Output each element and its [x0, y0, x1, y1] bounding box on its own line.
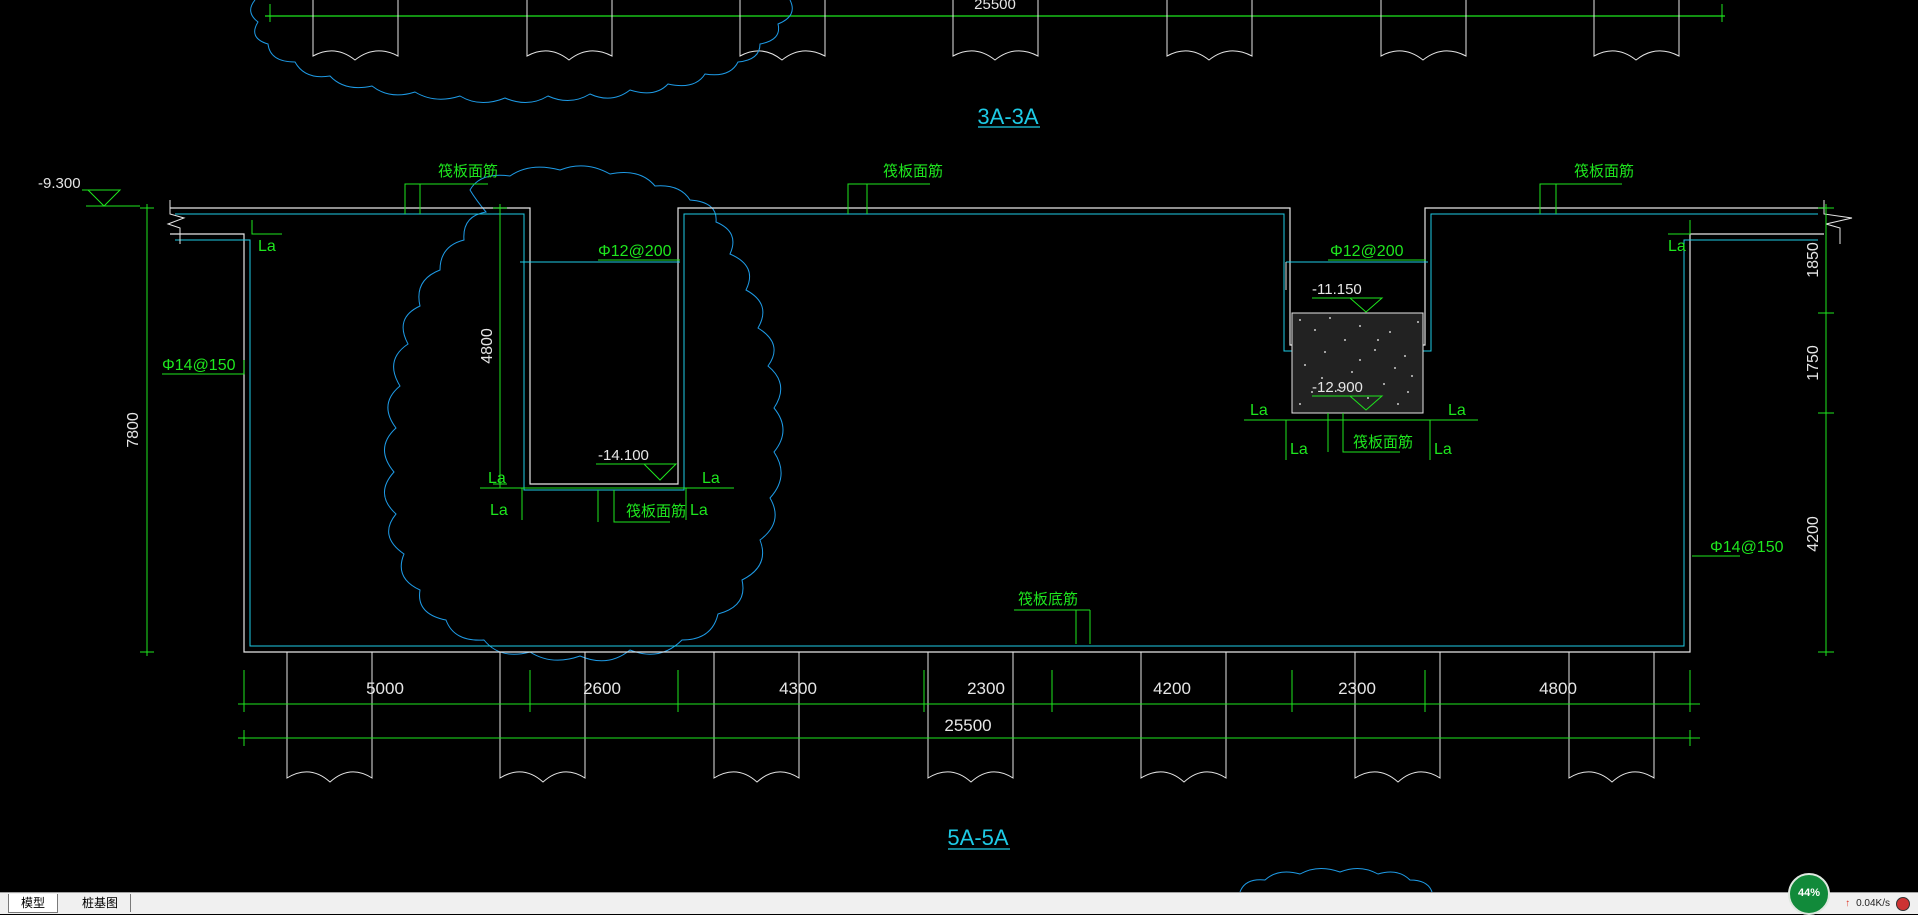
anchor-label: La [1668, 238, 1686, 255]
bottom-dimensions: 5000 2600 4300 2300 4200 2300 4800 25500 [366, 679, 1577, 735]
tray-icon[interactable] [1896, 896, 1910, 911]
anchor-label: La [702, 470, 720, 487]
raft-top-bar-label-pit-right: 筏板面筋 [1353, 433, 1413, 451]
dim-right-1: 1850 [1805, 242, 1822, 278]
performance-gauge[interactable]: 44% [1788, 873, 1830, 915]
bottom-dim-2: 2600 [583, 679, 621, 698]
dim-right-3: 4200 [1805, 516, 1822, 552]
revcloud-top [250, 0, 793, 103]
rebar-label-left-wall: Φ14@150 [162, 357, 236, 374]
bottom-dim-5: 4200 [1153, 679, 1191, 698]
section-5a-title[interactable]: 5A-5A [947, 825, 1008, 850]
bottom-dim-7: 4800 [1539, 679, 1577, 698]
elevation-pit-right-top: -11.150 [1312, 281, 1362, 298]
rebar-label-pit-right: Φ12@200 [1330, 243, 1404, 260]
elevation-pit-left: -14.100 [598, 447, 649, 464]
anchor-label: La [690, 502, 708, 519]
tab-model[interactable]: 模型 [8, 894, 59, 913]
dim-height-total: 7800 [125, 412, 142, 448]
cad-drawing-canvas[interactable]: 25500 3A-3A [0, 0, 1918, 892]
section-3a-title[interactable]: 3A-3A [977, 104, 1038, 129]
anchor-label: La [1448, 402, 1466, 419]
bottom-dim-6: 2300 [1338, 679, 1376, 698]
anchor-label: La [1250, 402, 1268, 419]
status-tray: ↑ 0.04K/s [1791, 893, 1910, 914]
section-3a-dim: 25500 [974, 0, 1016, 13]
bottom-dim-3: 4300 [779, 679, 817, 698]
rebar-label-right-wall: Φ14@150 [1710, 539, 1784, 556]
raft-bottom-bar-label: 筏板底筋 [1018, 590, 1078, 608]
section-5a-drawing [82, 165, 1853, 783]
anchor-label: La [1434, 441, 1452, 458]
elevation-left: -9.300 [38, 175, 81, 192]
elevation-pit-right-bottom: -12.900 [1312, 379, 1363, 396]
bottom-dim-1: 5000 [366, 679, 404, 698]
raft-top-bar-label-2: 筏板面筋 [883, 162, 943, 180]
pit-fill [1291, 312, 1424, 414]
upload-arrow-icon: ↑ [1845, 898, 1851, 909]
revcloud-left-pit [384, 165, 784, 662]
revcloud-bottom [1239, 868, 1433, 892]
anchor-label: La [1290, 441, 1308, 458]
anchor-label: La [488, 470, 506, 487]
anchor-label: La [490, 502, 508, 519]
raft-top-bar-label-pit-left: 筏板面筋 [626, 502, 686, 520]
anchor-labels: La La La La La La La La La La [258, 238, 1686, 519]
anchor-label: La [258, 238, 276, 255]
dim-right-2: 1750 [1805, 345, 1822, 381]
raft-top-bar-label-3: 筏板面筋 [1574, 162, 1634, 180]
bottom-dim-4: 2300 [967, 679, 1005, 698]
rebar-label-pit-left: Φ12@200 [598, 243, 672, 260]
raft-top-bar-label-1: 筏板面筋 [438, 162, 498, 180]
layout-tab-bar: 模型 桩基图 44% ↑ 0.04K/s [0, 873, 1918, 915]
gauge-percent: 44% [1797, 887, 1821, 899]
section-3a-drawing: 25500 [250, 0, 1725, 103]
network-speed: 0.04K/s [1856, 898, 1890, 909]
dim-pit-depth: 4800 [479, 328, 496, 364]
dim-total: 25500 [944, 716, 991, 735]
tab-pile-foundation[interactable]: 桩基图 [70, 894, 132, 912]
